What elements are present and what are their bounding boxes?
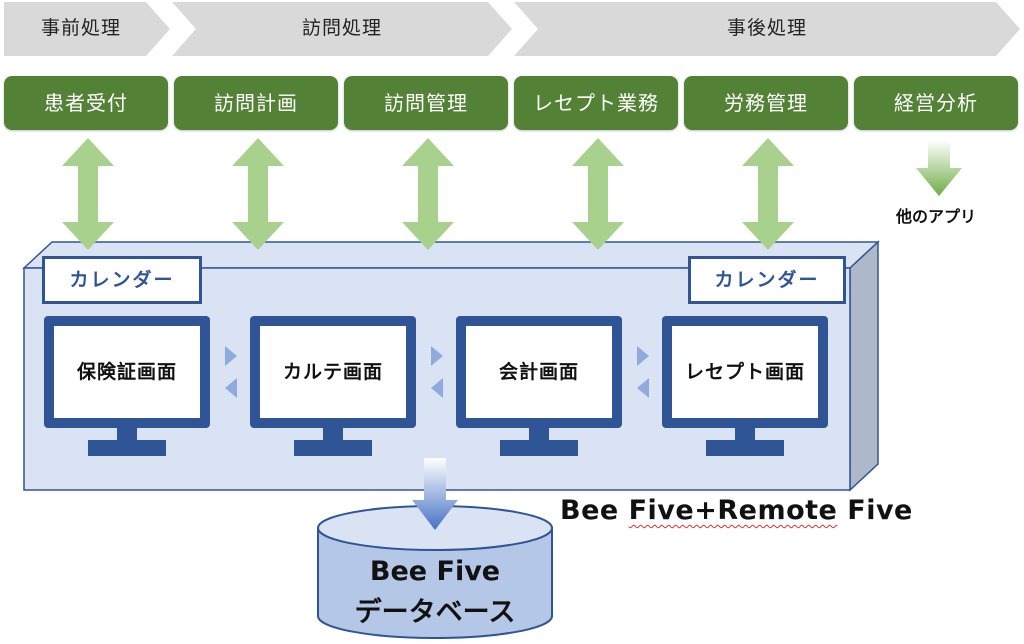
transition-arrows	[225, 346, 649, 398]
phase-pre-label: 事前処理	[40, 17, 121, 39]
phase-post-label: 事後処理	[726, 17, 807, 39]
system-panel-side	[849, 240, 879, 492]
screen-insurance-label: 保険証画面	[76, 361, 177, 383]
monitor-chart	[250, 316, 416, 456]
database-name: Bee Five	[369, 556, 501, 587]
process-receipt-work: レセプト業務	[514, 76, 678, 130]
sync-arrow-planning	[232, 138, 284, 250]
calendar-tag-right: カレンダー	[688, 256, 846, 304]
sync-arrow-labor	[742, 138, 794, 250]
process-visit-management: 訪問管理	[344, 76, 508, 130]
screen-receipt-label: レセプト画面	[684, 361, 805, 383]
screen-chart-label: カルテ画面	[282, 361, 383, 383]
phase-visit-label: 訪問処理	[301, 17, 382, 39]
monitor-receipt	[662, 316, 828, 456]
process-visit-planning: 訪問計画	[174, 76, 338, 130]
db-arrow	[412, 458, 458, 530]
product-name-part3: Five	[837, 495, 913, 526]
monitor-insurance	[44, 316, 210, 456]
sync-arrow-management	[402, 138, 454, 250]
other-app-label: 他のアプリ	[895, 207, 976, 226]
process-labor-management: 労務管理	[684, 76, 848, 130]
phase-chevron-pre	[4, 2, 170, 56]
calendar-tag-left: カレンダー	[42, 256, 202, 304]
process-business-analysis: 経営分析	[854, 76, 1018, 130]
product-name-part1: Bee	[560, 495, 629, 526]
phase-chevron-post	[514, 2, 1020, 56]
product-name-part2: Five+Remote	[628, 495, 838, 526]
sync-arrow-reception	[62, 138, 114, 250]
sync-arrow-receipt	[572, 138, 624, 250]
product-name: Bee Five+Remote Five	[560, 495, 913, 526]
phase-chevron-visit	[172, 2, 512, 56]
database-subtitle: データベース	[354, 597, 516, 628]
process-reception: 患者受付	[4, 76, 168, 130]
sync-arrows	[62, 138, 794, 250]
screen-billing-label: 会計画面	[498, 361, 579, 383]
monitor-billing	[456, 316, 622, 456]
other-app-arrow	[916, 140, 962, 196]
